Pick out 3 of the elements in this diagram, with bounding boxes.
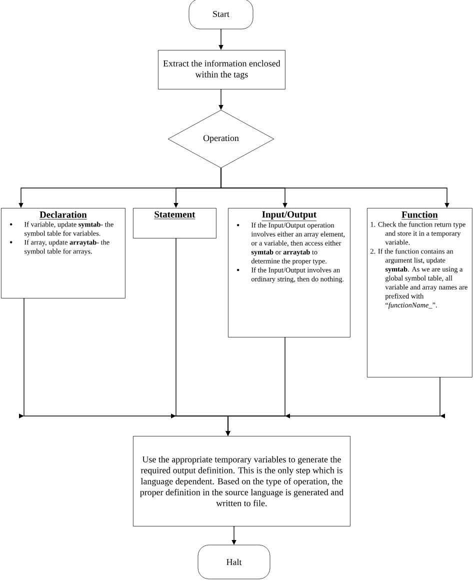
process-box: Extract the information enclosed within the tags — [158, 50, 286, 90]
process-box: Use the appropriate temporary variables to generate the required output definition. This is the only step which is language dependent. Based on the type of operation, the proper definition in the source language is generated and written to file. — [133, 436, 350, 526]
process-box: Statement — [133, 208, 216, 238]
